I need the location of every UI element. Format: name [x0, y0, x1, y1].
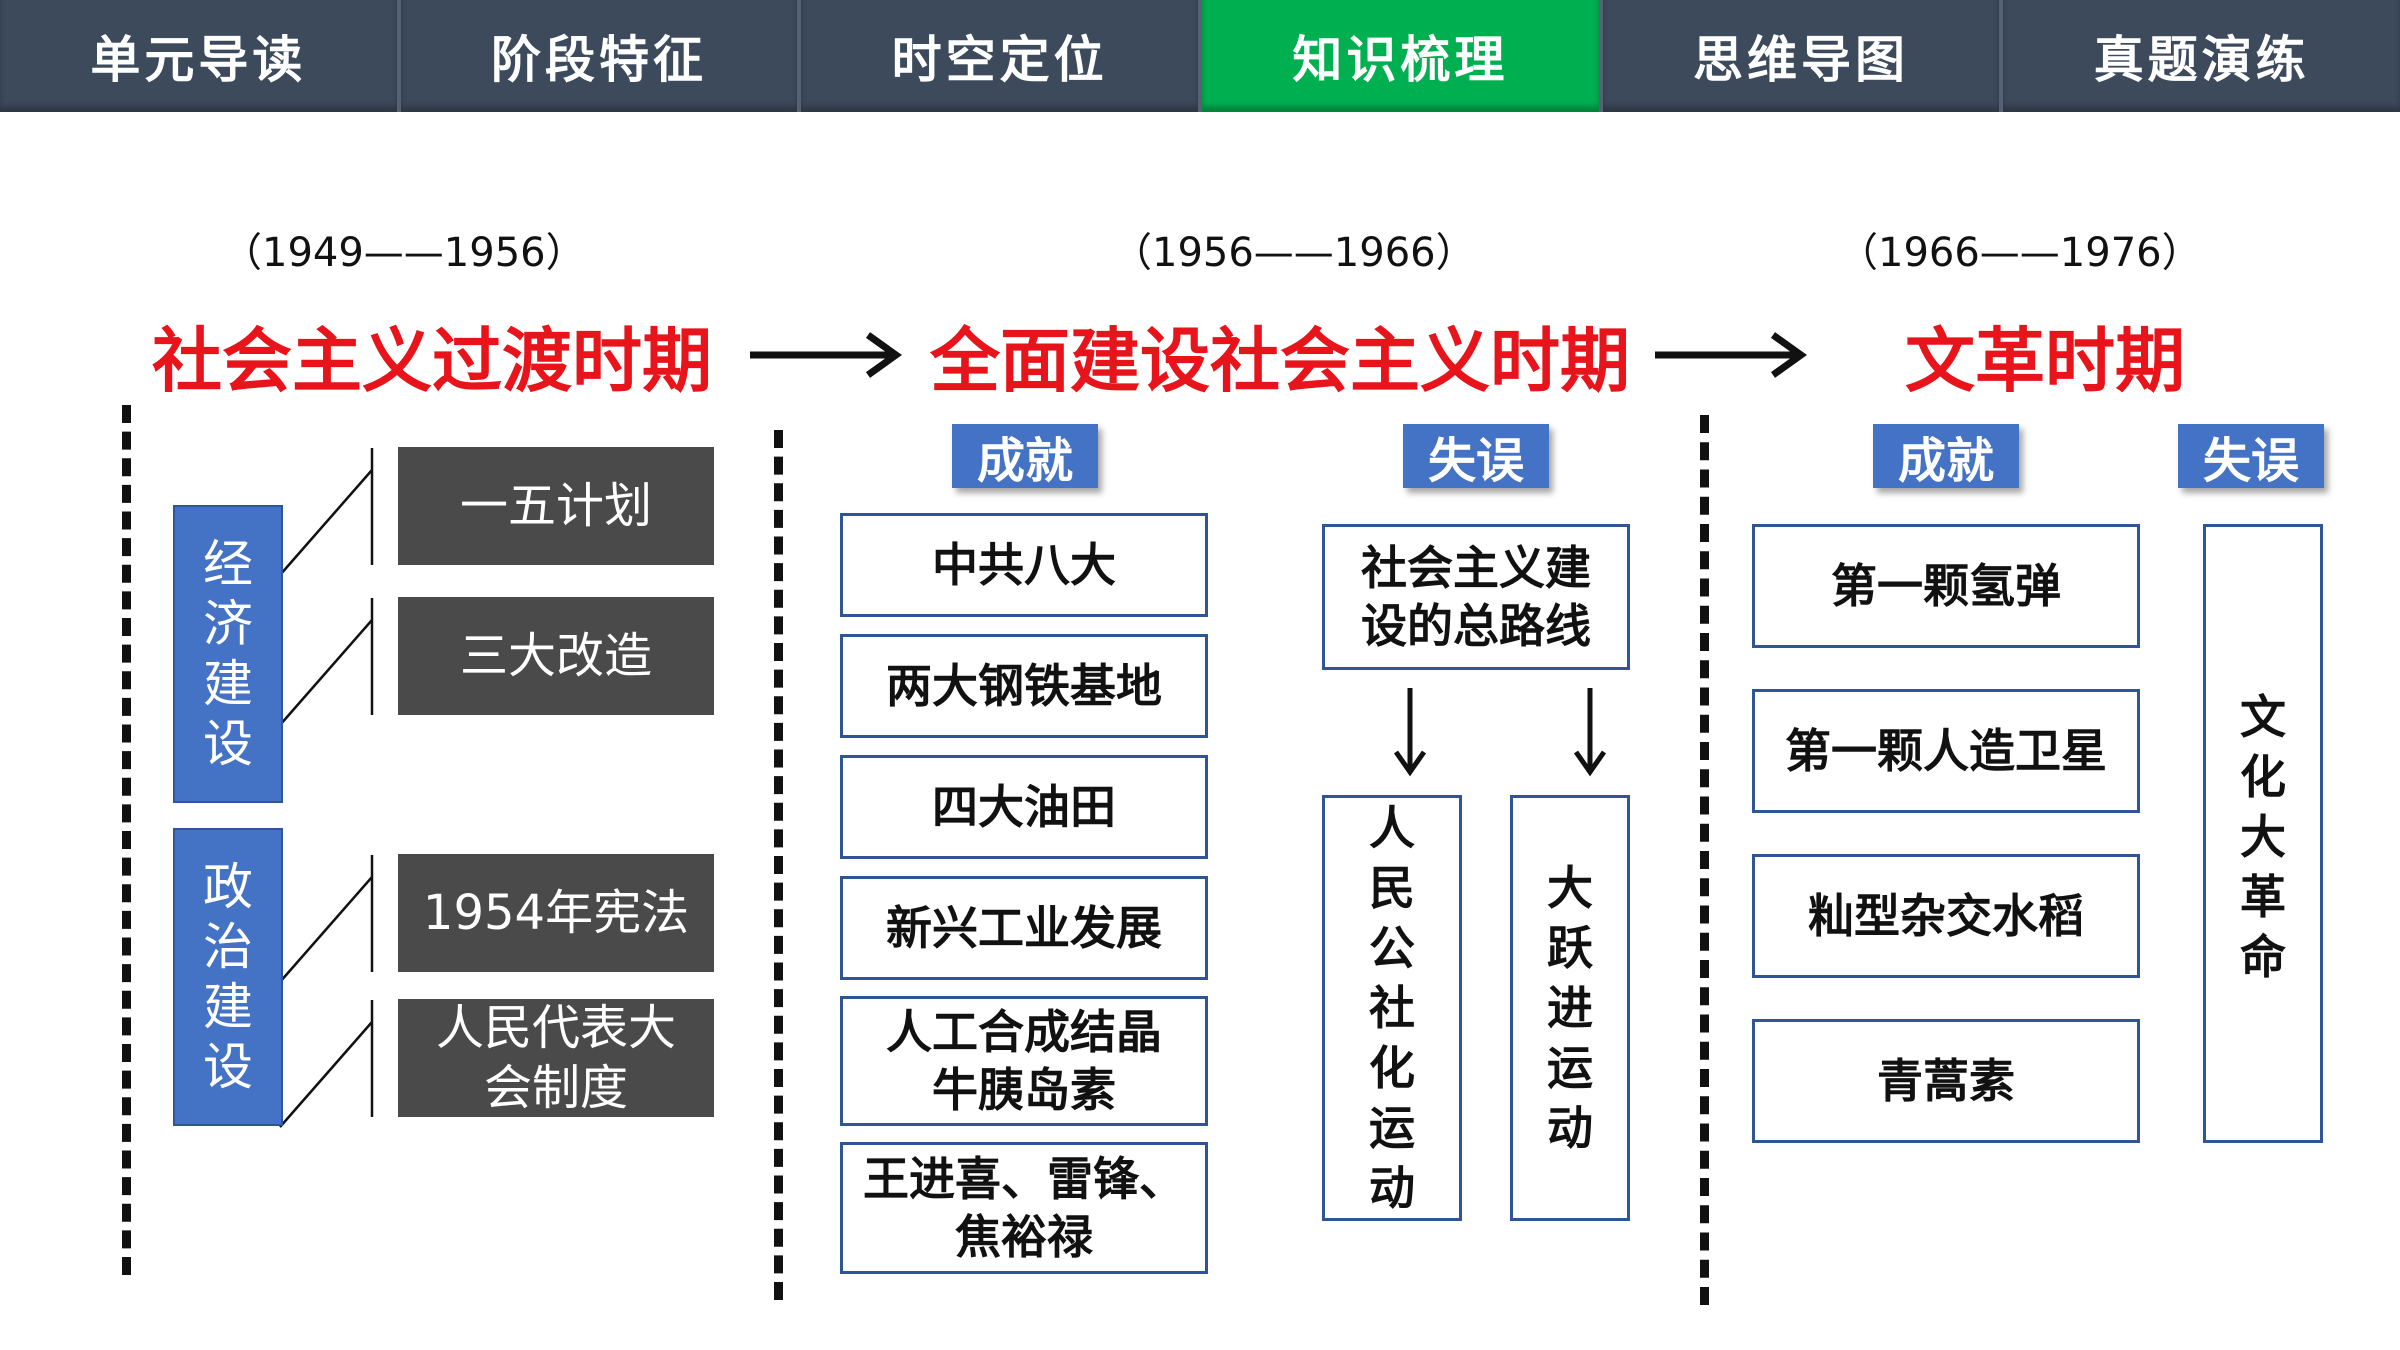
period-1-years: （1949——1956） [222, 230, 586, 276]
period-3-years: （1966——1976） [1838, 230, 2202, 276]
achievement-item: 王进喜、雷锋、焦裕禄 [840, 1142, 1208, 1274]
period-3-mistakes-tag: 失误 [2178, 424, 2324, 489]
bracket-political [279, 855, 374, 1128]
period-2-mistakes-tag: 失误 [1403, 424, 1549, 489]
period-3-achievement-item: 青蒿素 [1752, 1019, 2140, 1143]
period-3-achievements-tag: 成就 [1873, 424, 2019, 489]
achievement-item: 四大油田 [840, 755, 1208, 859]
achievement-item: 两大钢铁基地 [840, 634, 1208, 738]
achievement-item: 新兴工业发展 [840, 876, 1208, 980]
achievement-item: 中共八大 [840, 513, 1208, 617]
economic-construction-label: 经济建设 [173, 505, 283, 803]
period-3-achievement-item: 第一颗氢弹 [1752, 524, 2140, 648]
period-3-achievement-item: 第一颗人造卫星 [1752, 689, 2140, 813]
tab-mind-map[interactable]: 思维导图 [1602, 0, 2004, 112]
five-year-plan-box: 一五计划 [398, 447, 714, 565]
period-2-achievements-tag: 成就 [952, 424, 1098, 489]
achievement-item: 人工合成结晶牛胰岛素 [840, 996, 1208, 1126]
tab-exam-practice[interactable]: 真题演练 [2003, 0, 2400, 112]
period-3-achievement-item: 籼型杂交水稻 [1752, 854, 2140, 978]
political-construction-label: 政治建设 [173, 828, 283, 1126]
divider-left [122, 405, 131, 1275]
peoples-congress-box: 人民代表大会制度 [398, 999, 714, 1117]
great-leap-forward-box: 大跃进运动 [1510, 795, 1630, 1221]
down-arrow-right [1573, 688, 1607, 777]
peoples-commune-box: 人民公社化运动 [1322, 795, 1462, 1221]
down-arrow-left [1393, 688, 1427, 777]
arrow-period-1-to-2 [750, 332, 903, 378]
tab-knowledge-review[interactable]: 知识梳理 [1202, 0, 1603, 112]
period-2-title: 全面建设社会主义时期 [930, 320, 1630, 402]
tab-unit-intro[interactable]: 单元导读 [0, 0, 401, 112]
tab-time-space[interactable]: 时空定位 [801, 0, 1203, 112]
period-1-title: 社会主义过渡时期 [152, 320, 712, 402]
period-3-title: 文革时期 [1905, 320, 2185, 402]
three-transformations-box: 三大改造 [398, 597, 714, 715]
cultural-revolution-box: 文化大革命 [2203, 524, 2323, 1143]
general-line-box: 社会主义建设的总路线 [1322, 524, 1630, 670]
top-nav: 单元导读 阶段特征 时空定位 知识梳理 思维导图 真题演练 [0, 0, 2400, 112]
constitution-1954-box: 1954年宪法 [398, 854, 714, 972]
divider-middle [774, 430, 783, 1300]
divider-right [1700, 415, 1709, 1305]
bracket-economic [279, 448, 374, 726]
period-2-years: （1956——1966） [1112, 230, 1476, 276]
tab-stage-features[interactable]: 阶段特征 [400, 0, 802, 112]
arrow-period-2-to-3 [1655, 332, 1808, 378]
